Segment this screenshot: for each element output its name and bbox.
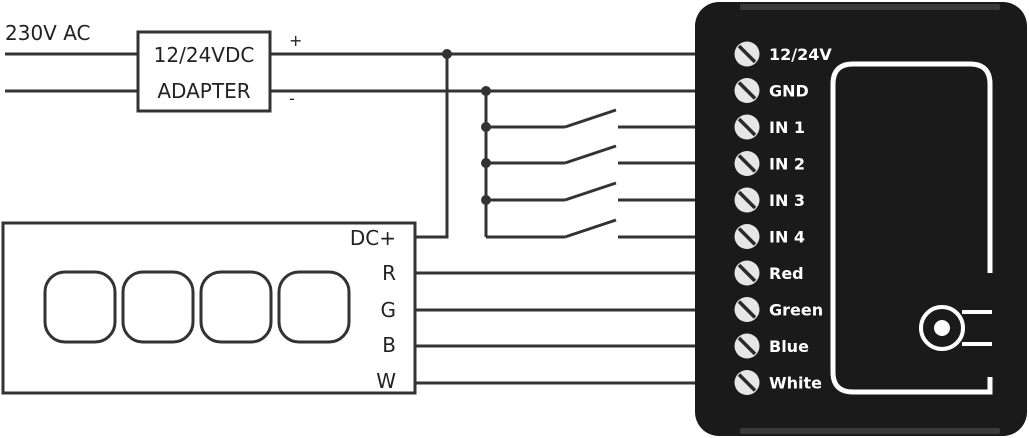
adapter-label-line1: 12/24VDC bbox=[154, 43, 255, 67]
terminal-green: Green bbox=[734, 297, 823, 322]
adapter-outline bbox=[136, 30, 272, 113]
switch-lever bbox=[564, 218, 617, 239]
adapter-box: 12/24VDC ADAPTER bbox=[136, 30, 272, 113]
screw-slot bbox=[737, 190, 757, 210]
terminal-blue: Blue bbox=[734, 333, 809, 359]
pair-button[interactable] bbox=[919, 305, 992, 351]
terminal-label: IN 1 bbox=[769, 118, 805, 137]
grip-ridge bbox=[740, 4, 1000, 10]
terminal-label: White bbox=[769, 374, 822, 393]
switch-lever bbox=[564, 144, 617, 165]
led-port-dc-plus: DC+ bbox=[350, 226, 396, 250]
terminal-in-3: IN 3 bbox=[734, 187, 805, 213]
terminal-label: IN 2 bbox=[769, 155, 805, 174]
adapter-label-line2: ADAPTER bbox=[157, 79, 250, 103]
terminal-label: 12/24V bbox=[769, 45, 832, 64]
terminal-12-24v: 12/24V bbox=[734, 41, 832, 67]
led-port-r: R bbox=[382, 261, 396, 285]
top-grip-ridges bbox=[740, 4, 1000, 10]
screw-slot bbox=[737, 336, 757, 356]
terminal-red: Red bbox=[734, 260, 804, 286]
switch-lever bbox=[564, 108, 617, 129]
button-ring bbox=[919, 305, 965, 351]
junction-dot bbox=[442, 49, 452, 59]
grip-ridge bbox=[740, 428, 1000, 434]
button-center bbox=[934, 320, 950, 336]
led-segment bbox=[43, 270, 117, 344]
led-port-g: G bbox=[381, 298, 397, 322]
screw-slot bbox=[737, 44, 757, 64]
led-segment bbox=[199, 270, 273, 344]
dc-plus-feed-wire bbox=[415, 54, 449, 239]
led-port-b: B bbox=[382, 333, 396, 357]
switch-in1 bbox=[486, 108, 700, 129]
adapter-plus-label: + bbox=[289, 31, 302, 50]
screw-slot bbox=[737, 117, 757, 137]
controller-module bbox=[695, 2, 1027, 436]
screw-slot bbox=[737, 81, 757, 100]
switch-in2 bbox=[486, 144, 700, 165]
switch-in3 bbox=[486, 181, 700, 202]
terminal-label: Blue bbox=[769, 337, 809, 356]
switch-in4 bbox=[486, 218, 700, 239]
terminal-white: White bbox=[734, 370, 822, 395]
led-strip: DC+ R G B W bbox=[1, 221, 417, 395]
terminal-label: IN 3 bbox=[769, 191, 805, 210]
led-segment bbox=[121, 270, 195, 344]
terminal-label: Red bbox=[769, 264, 804, 283]
terminal-gnd: GND bbox=[734, 78, 809, 103]
led-port-w: W bbox=[376, 369, 396, 393]
bottom-grip-ridges bbox=[740, 428, 1000, 434]
screw-slot bbox=[737, 263, 757, 283]
screw-slot bbox=[737, 154, 757, 173]
terminal-label: IN 4 bbox=[769, 228, 805, 247]
screw-slot bbox=[737, 373, 757, 392]
led-segment bbox=[277, 270, 351, 344]
switch-lever bbox=[564, 181, 617, 202]
terminal-block: 12/24V GND IN 1 IN 2 IN 3 IN 4 RedGreenBlueWhi… bbox=[734, 41, 832, 395]
adapter-minus-label: - bbox=[289, 89, 295, 108]
terminal-label: GND bbox=[769, 82, 809, 101]
screw-slot bbox=[737, 300, 757, 319]
terminal-in-2: IN 2 bbox=[734, 151, 805, 176]
power-input-label: 230V AC bbox=[5, 21, 91, 45]
junction-dot bbox=[481, 86, 491, 96]
antenna-loop bbox=[830, 61, 993, 395]
terminal-in-4: IN 4 bbox=[734, 224, 805, 249]
terminal-in-1: IN 1 bbox=[734, 114, 805, 140]
screw-slot bbox=[737, 227, 757, 246]
terminal-label: Green bbox=[769, 301, 823, 320]
